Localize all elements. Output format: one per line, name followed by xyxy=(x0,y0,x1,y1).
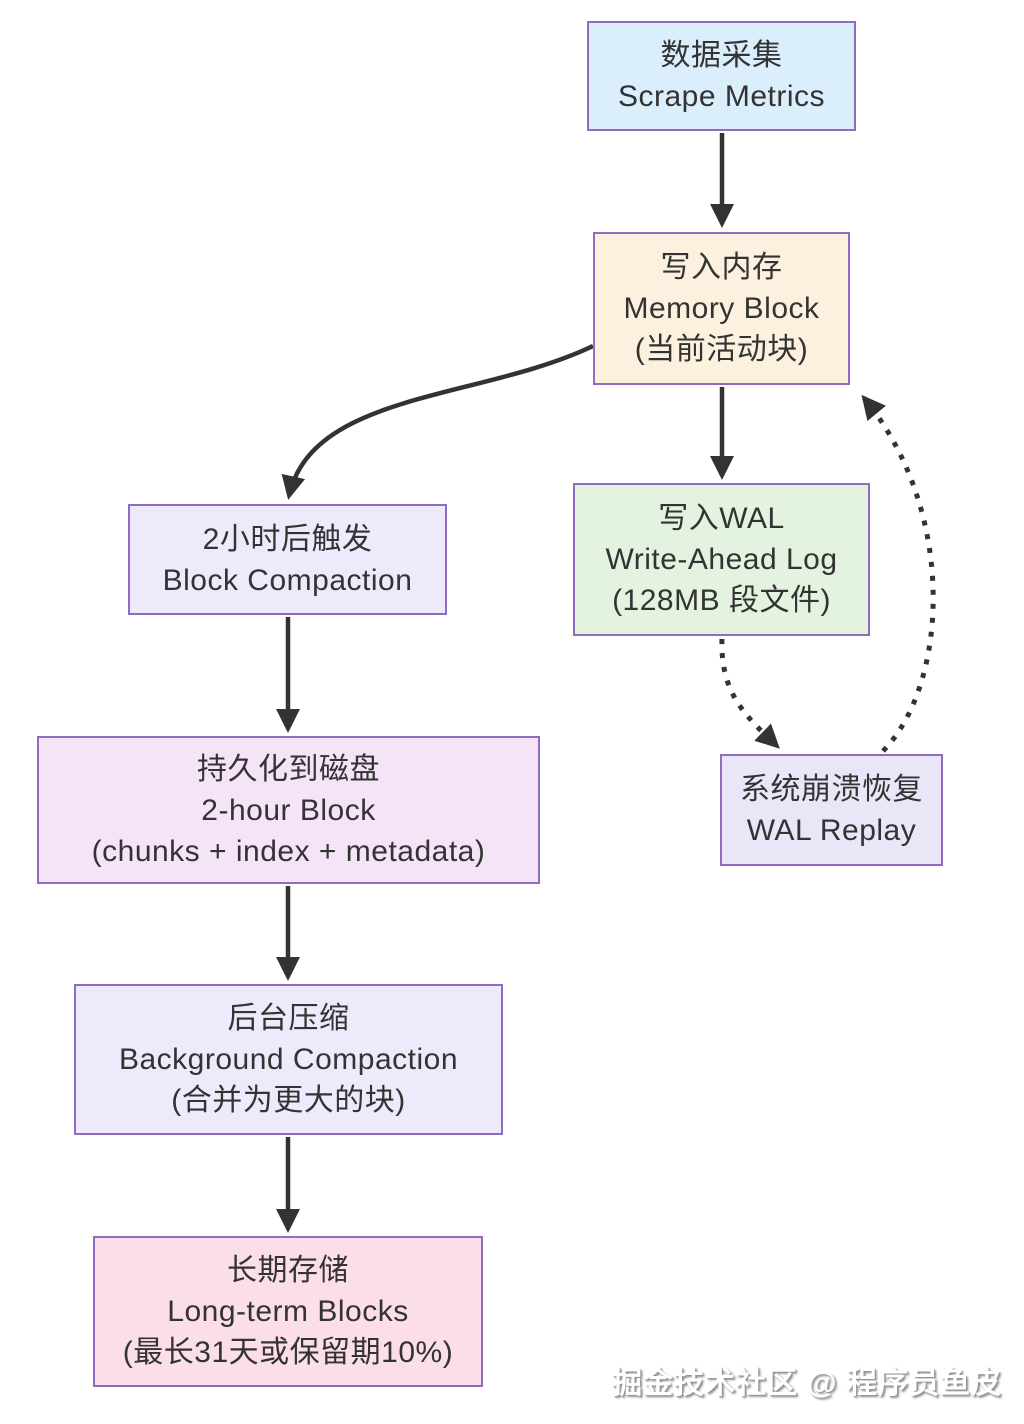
node-title-cn: 后台压缩 xyxy=(227,1002,350,1035)
node-note: (合并为更大的块) xyxy=(171,1084,406,1117)
node-long-term-blocks: 长期存储 Long-term Blocks (最长31天或保留期10%) xyxy=(93,1236,483,1387)
node-title-cn: 写入内存 xyxy=(660,251,783,284)
node-title-en: Background Compaction xyxy=(118,1043,459,1076)
node-title-en: Write-Ahead Log xyxy=(605,543,838,576)
node-title-cn: 长期存储 xyxy=(227,1254,349,1287)
node-title-en: Memory Block xyxy=(623,292,820,325)
node-title-en: Block Compaction xyxy=(162,563,413,597)
node-note: (128MB 段文件) xyxy=(612,584,831,617)
node-note: (最长31天或保留期10%) xyxy=(122,1336,454,1369)
node-wal-replay: 系统崩溃恢复 WAL Replay xyxy=(720,754,943,866)
arrow-wal-replay-to-memory-dotted xyxy=(861,394,936,753)
arrow-wal-to-wal-replay-dotted xyxy=(719,638,780,749)
node-title-en: WAL Replay xyxy=(746,814,917,847)
node-wal: 写入WAL Write-Ahead Log (128MB 段文件) xyxy=(573,483,870,636)
node-title-en: Long-term Blocks xyxy=(167,1295,409,1328)
node-title-en: Scrape Metrics xyxy=(617,80,826,113)
node-note: (chunks + index + metadata) xyxy=(91,834,486,868)
node-title-cn: 系统崩溃恢复 xyxy=(740,773,923,806)
node-title-cn: 2小时后触发 xyxy=(202,522,373,556)
node-title-en: 2-hour Block xyxy=(201,793,376,827)
node-scrape-metrics: 数据采集 Scrape Metrics xyxy=(587,21,856,131)
watermark: 掘金技术社区 @ 程序员鱼皮 xyxy=(612,1367,1002,1400)
node-block-compaction: 2小时后触发 Block Compaction xyxy=(128,504,447,615)
node-title-cn: 数据采集 xyxy=(660,39,783,72)
node-title-cn: 持久化到磁盘 xyxy=(197,752,380,786)
node-2-hour-block: 持久化到磁盘 2-hour Block (chunks + index + me… xyxy=(37,736,540,884)
node-memory-block: 写入内存 Memory Block (当前活动块) xyxy=(593,232,850,385)
node-title-cn: 写入WAL xyxy=(658,502,785,535)
node-note: (当前活动块) xyxy=(634,333,809,366)
node-background-compaction: 后台压缩 Background Compaction (合并为更大的块) xyxy=(74,984,503,1135)
arrow-memory-to-block-compaction xyxy=(281,343,594,500)
